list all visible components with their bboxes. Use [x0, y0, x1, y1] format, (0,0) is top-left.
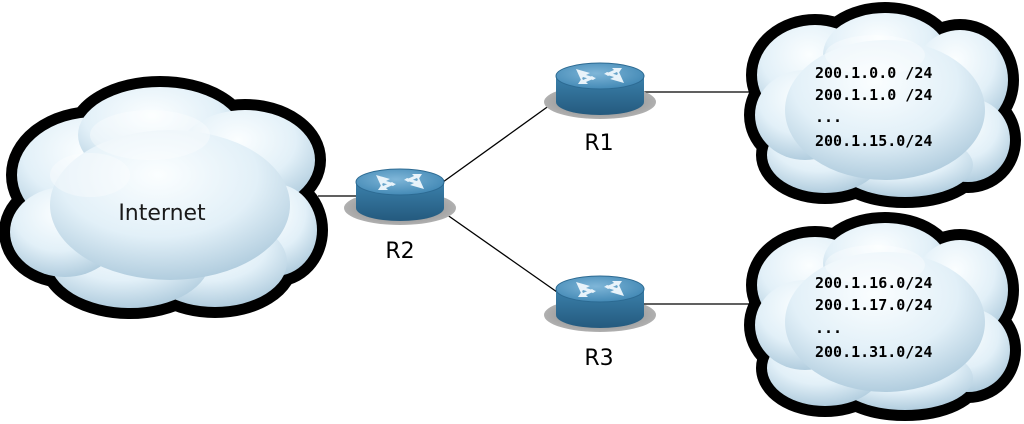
top-prefix-3: ... — [815, 108, 842, 126]
internet-cloud: Internet — [10, 87, 317, 308]
link-r2-r3 — [442, 211, 558, 293]
top-network-cloud: 200.1.0.0 /24 200.1.1.0 /24 ... 200.1.15… — [755, 13, 1010, 197]
router-r1: R1 — [543, 62, 657, 156]
bottom-prefix-1: 200.1.16.0/24 — [815, 274, 932, 292]
bottom-prefix-3: ... — [815, 319, 842, 337]
router-r1-label: R1 — [584, 131, 613, 156]
router-icon — [543, 62, 657, 120]
link-r2-r1 — [442, 99, 558, 183]
top-prefix-4: 200.1.15.0/24 — [815, 132, 932, 150]
router-r2: R2 — [343, 168, 457, 264]
bottom-prefix-4: 200.1.31.0/24 — [815, 343, 932, 361]
top-prefix-1: 200.1.0.0 /24 — [815, 64, 932, 82]
internet-label: Internet — [118, 201, 206, 226]
bottom-prefix-2: 200.1.17.0/24 — [815, 296, 932, 314]
router-icon — [343, 168, 457, 226]
top-prefix-2: 200.1.1.0 /24 — [815, 86, 932, 104]
router-r3-label: R3 — [584, 346, 613, 371]
router-r2-label: R2 — [385, 239, 414, 264]
bottom-network-cloud: 200.1.16.0/24 200.1.17.0/24 ... 200.1.31… — [755, 223, 1010, 410]
router-icon — [543, 275, 657, 333]
router-r3: R3 — [543, 275, 657, 371]
